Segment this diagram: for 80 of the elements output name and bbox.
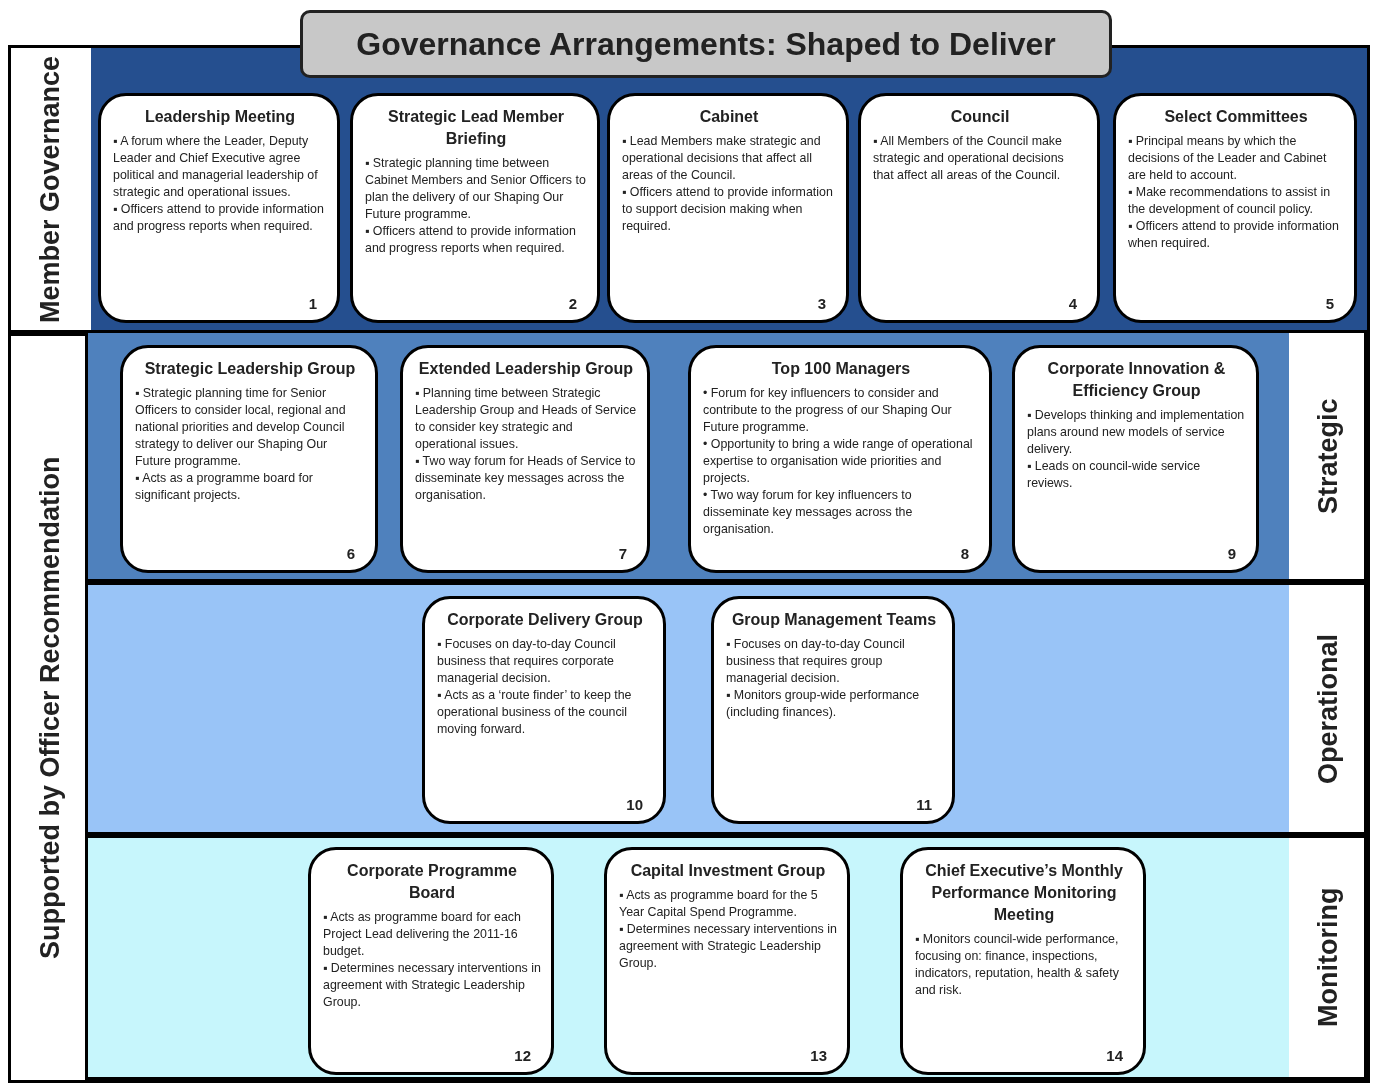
card-heading: Council [949,107,1011,127]
band-panel [85,330,1367,582]
bullet-point: ▪ All Members of the Council make strategic and operational decisions that affect all areas of the Council. [873,133,1065,184]
info-card [900,847,1146,1075]
diagram-title: Governance Arrangements: Shaped to Deliver [300,10,1112,78]
card-heading: Extended Leadership Group [417,359,635,379]
band-label: Strategic [1311,397,1344,516]
info-card [1012,345,1259,573]
card-number: 12 [514,1047,531,1064]
info-card [98,93,340,323]
band-panel [85,582,1367,835]
bullet-point: ▪ Officers attend to provide information when required. [1128,218,1340,252]
card-number: 11 [916,796,932,813]
region-panel [8,333,1370,1083]
card-number: 1 [308,295,317,312]
card-heading: Select Committees [1163,107,1309,127]
info-card [607,93,849,323]
bullet-point: ▪ Acts as a programme board for significant projects. [135,470,314,504]
band-label: Member Governance [34,54,66,325]
band-label: Monitoring [1311,886,1344,1030]
info-card [308,847,554,1075]
card-heading: Corporate Delivery Group [446,610,644,630]
info-card [400,345,650,573]
bullet-point: ▪ Two way forum for Heads of Service to disseminate key messages across the organisation. [415,453,637,504]
bullet-point: ▪ Acts as programme board for each Project Lead delivering the 2011-16 budget. [323,909,522,960]
band-label: Operational [1311,632,1344,786]
bullet-point: ▪ Determines necessary interventions in agreement with Strategic Leadership Group. [323,960,541,1011]
info-card [858,93,1100,323]
bullet-point: ▪ Determines necessary interventions in agreement with Strategic Leadership Group. [619,921,837,972]
card-heading: Capital Investment Group [629,861,827,881]
bullet-point: ▪ Develops thinking and implementation plans around new models of service delivery. [1027,407,1246,458]
bullet-point: ▪ Officers attend to provide information and progress reports when required. [365,223,577,257]
card-number: 8 [960,545,969,562]
bullet-point: ▪ Acts as programme board for the 5 Year Capital Spend Programme. [619,887,819,921]
card-number: 4 [1068,295,1077,312]
bullet-point: ▪ Planning time between Strategic Leadership Group and Heads of Service to consider key strategic and operational issues. [415,385,637,453]
card-number: 7 [618,545,627,562]
bullet-point: ▪ Monitors group-wide performance (including finances). [726,687,921,721]
bullet-point: ▪ Officers attend to provide information and progress reports when required. [113,201,325,235]
band-label: Supported by Officer Recommendation [34,455,66,962]
bullet-point: ▪ Leads on council-wide service reviews. [1027,458,1202,492]
bullet-point: ▪ A forum where the Leader, Deputy Leader and Chief Executive agree political and managerial leadership of strategic and operational issues. [113,133,319,201]
card-number: 5 [1325,295,1334,312]
band-panel [85,835,1367,1080]
bullet-point: • Two way forum for key influencers to disseminate key messages across the organisation. [703,487,914,538]
bullet-point: ▪ Focuses on day-to-day Council business that requires group managerial decision. [726,636,906,687]
bullet-point: ▪ Monitors council-wide performance, focusing on: finance, inspections, indicators, reputation, health & safety and risk. [915,931,1120,999]
bullet-point: ▪ Make recommendations to assist in the development of council policy. [1128,184,1332,218]
card-number: 14 [1106,1047,1123,1064]
card-number: 9 [1227,545,1236,562]
info-card [350,93,600,323]
card-heading: Group Management Teams [730,610,938,630]
card-heading: Strategic Lead Member Briefing [386,107,566,149]
info-card [604,847,850,1075]
bullet-point: • Opportunity to bring a wide range of operational expertise to organisation wide priorities and projects. [703,436,974,487]
card-number: 13 [810,1047,827,1064]
bullet-point: ▪ Principal means by which the decisions of the Leader and Cabinet are held to account. [1128,133,1328,184]
card-heading: Corporate Programme Board [346,861,518,903]
bullet-point: ▪ Lead Members make strategic and operational decisions that affect all areas of the Council. [622,133,822,184]
bullet-point: ▪ Acts as a ‘route finder’ to keep the operational business of the council moving forward. [437,687,633,738]
card-heading: Chief Executive’s Monthly Performance Monitoring Meeting [924,861,1124,925]
bullet-point: • Forum for key influencers to consider and contribute to the progress of our Shaping Our Future programme. [703,385,953,436]
info-card [422,596,666,824]
card-number: 10 [626,796,643,813]
info-card [688,345,992,573]
card-heading: Leadership Meeting [143,107,297,127]
card-number: 3 [817,295,826,312]
info-card [1113,93,1357,323]
card-number: 2 [568,295,577,312]
card-heading: Top 100 Managers [770,359,912,379]
bullet-point: ▪ Focuses on day-to-day Council business that requires corporate managerial decision. [437,636,617,687]
card-number: 6 [346,545,355,562]
card-heading: Corporate Innovation & Efficiency Group [1046,359,1227,401]
card-heading: Strategic Leadership Group [143,359,357,379]
bullet-point: ▪ Strategic planning time between Cabinet Members and Senior Officers to plan the delivery of our Shaping Our Future programme. [365,155,587,223]
bullet-point: ▪ Strategic planning time for Senior Officers to consider local, regional and national priorities and develop Council strategy to deliver our Shaping Our Future programme. [135,385,347,470]
info-card [711,596,955,824]
card-heading: Cabinet [698,107,760,127]
bullet-point: ▪ Officers attend to provide information to support decision making when required. [622,184,834,235]
info-card [120,345,378,573]
